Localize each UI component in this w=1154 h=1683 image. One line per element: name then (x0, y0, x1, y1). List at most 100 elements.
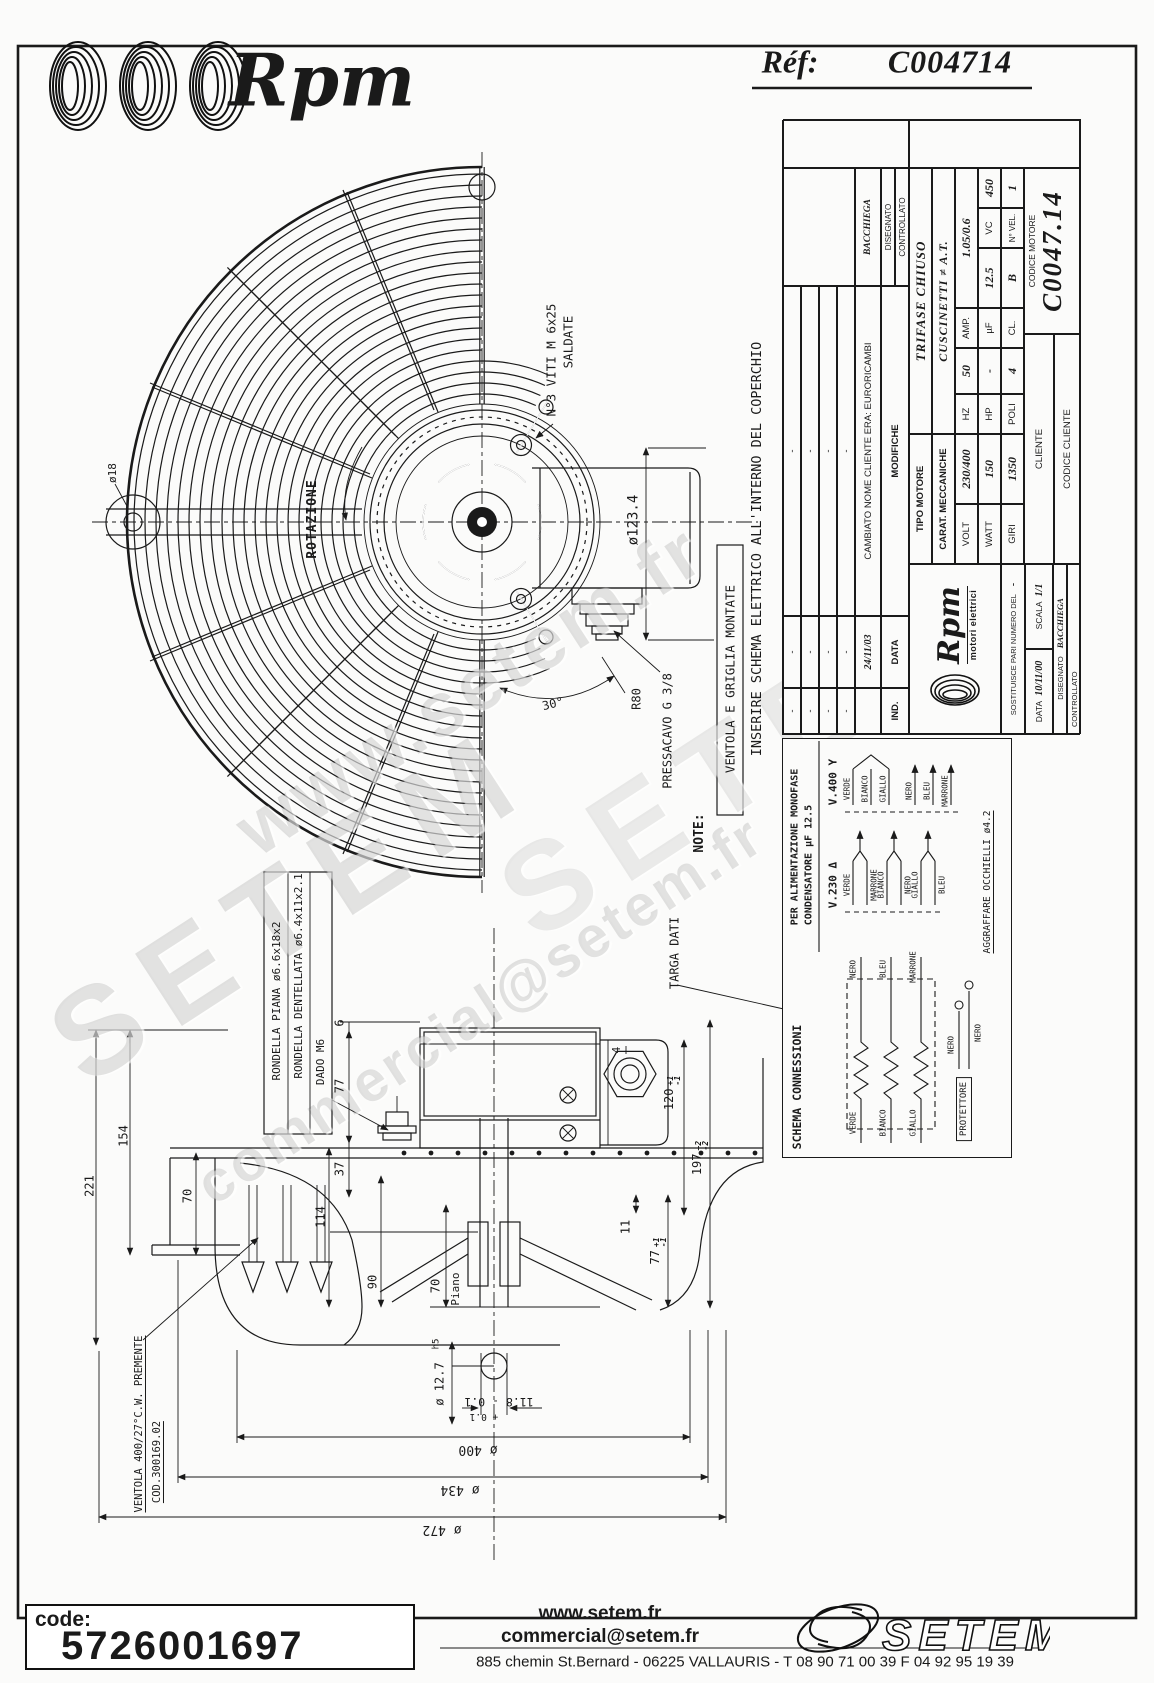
dim-77-dx: 77+1-1 (648, 1237, 668, 1265)
dia-472-label: ø 472 (422, 1521, 462, 1537)
tb-sostituisce: SOSTITUISCE PARI NUMERO DEL - (1001, 564, 1025, 734)
rotazione-label: ROTAZIONE (305, 479, 321, 559)
v400-text: V.400 (826, 772, 840, 806)
wind-nero: NERO (848, 959, 858, 979)
amp-value: 1.05/0.6 (955, 168, 978, 308)
dim-90: 90 (365, 1274, 380, 1290)
dim-197-value: 197 (690, 1153, 704, 1176)
rev-row1-mod: - (783, 286, 801, 616)
giri-label: GIRI (1001, 504, 1024, 564)
codice-motore-value: C0047.14 (1037, 190, 1067, 312)
targa-dati-label: TARGA DATI (667, 916, 682, 990)
ventola-cod-line1: VENTOLA 400/27°C.W. PREMENTE (132, 1335, 147, 1513)
tb-coil-icon (930, 674, 980, 706)
schema-wires (818, 741, 974, 1143)
sostituisce-label: SOSTITUISCE PARI NUMERO DEL (1008, 594, 1018, 716)
rev-row2-data: - (801, 616, 819, 688)
rev-row3-mod: - (819, 286, 837, 616)
disegnato-top: DISEGNATO (881, 168, 895, 286)
nvel-label: N° VEL. (1001, 208, 1024, 248)
tb-logo-sub: motori elettrici (968, 589, 978, 661)
wind-verde: VERDE (848, 1111, 858, 1135)
dim-114: 114 (313, 1206, 328, 1228)
rpm-coils-icon (49, 41, 247, 131)
codice-motore-label: CODICE MOTORE (1027, 214, 1037, 288)
v400-label: V.400 Y (827, 759, 840, 805)
dim-37: 37 (332, 1161, 347, 1177)
dia-434-label: ø 434 (440, 1481, 480, 1497)
rev-row4-data: - (837, 616, 855, 688)
rev-row3-data: - (819, 616, 837, 688)
piano-label: Piano (449, 1272, 463, 1306)
data-label: DATA (1034, 700, 1044, 723)
rev-col-ind: IND. (881, 688, 909, 734)
cl-value: B (1001, 248, 1024, 308)
scala-value: 1/1 (1033, 583, 1045, 597)
tb-logo-script: Rpm (932, 586, 968, 664)
dim-4: 4 (610, 1046, 624, 1054)
w400-verde: VERDE (842, 777, 852, 801)
hz-label: HZ (955, 394, 978, 434)
dia-123-label: ø123.4 (625, 494, 642, 546)
vc-value: 450 (978, 168, 1001, 208)
dim-key-118: 11.8 - 0.1 (464, 1395, 534, 1410)
rev-row4-ind: - (837, 688, 855, 734)
tb-scala-cell: SCALA 1/1 (1025, 564, 1053, 649)
tb-data-cell: DATA 10/11/00 (1025, 649, 1053, 734)
rev-row2-mod: - (801, 286, 819, 616)
code-label: code: (35, 1608, 92, 1631)
protettore-label: PROTETTORE (956, 1076, 972, 1142)
uf-value: 12.5 (978, 248, 1001, 308)
carat-value: CUSCINETTI ≠ A.T. (932, 168, 955, 434)
dim-70-sx: 70 (180, 1188, 195, 1204)
watt-label: WATT (978, 504, 1001, 564)
rev-change-mod: CAMBIATO NOME CLIENTE ERA: EURORICAMBI (855, 286, 881, 616)
rondella-dentellata-label: RONDELLA DENTELLATA ø6.4x11x2.1 (292, 873, 306, 1079)
dim-11: 11 (618, 1219, 633, 1235)
dim-221: 221 (82, 1175, 97, 1197)
dim-70-piano: 70 (428, 1278, 443, 1294)
title-block: - - - - - - - - - - - - 24/11/03 CAMBIAT… (782, 119, 1081, 735)
dia-18-label: ø18 (106, 463, 120, 483)
dia-400-label: ø 400 (458, 1441, 498, 1457)
setem-logo-text: SETEM (882, 1611, 1050, 1660)
dim-154: 154 (116, 1125, 131, 1147)
w230-bianco: BIANCO (876, 871, 886, 899)
w400-bianco: BIANCO (860, 775, 870, 803)
scala-label: SCALA (1034, 601, 1044, 630)
setem-logo: SETEM (796, 1603, 1050, 1661)
watt-value: 150 (978, 434, 1001, 504)
dim-6: 6 (332, 1019, 347, 1027)
codice-motore-cell: CODICE MOTORE C0047.14 (1024, 168, 1081, 334)
wind-bianco: BIANCO (878, 1109, 888, 1137)
w400-bleu: BLEU (922, 781, 932, 801)
rev-change-ind (855, 688, 881, 734)
dim-77-dx-value: 77 (648, 1250, 662, 1265)
mono-line2: CONDENSATORE µF 12.5 (803, 804, 815, 926)
star-symbol: Y (826, 758, 840, 766)
poli-value: 4 (1001, 348, 1024, 394)
carat-label: CARAT. MECCANICHE (932, 434, 955, 564)
v230-text: V.230 (826, 875, 840, 909)
footer-email[interactable]: commercial@setem.fr (500, 1626, 700, 1647)
giri-value: 1350 (1001, 434, 1024, 504)
rev-row1-ind: - (783, 688, 801, 734)
hp-value: - (978, 348, 1001, 394)
uf-label: µF (978, 308, 1001, 348)
tipo-motore-value: TRIFASE CHIUSO (909, 168, 932, 434)
hp-label: HP (978, 394, 1001, 434)
poli-label: POLI (1001, 394, 1024, 434)
tb-disegnato-cell: DISEGNATO BACCHIEGA (1053, 564, 1067, 734)
footer-site[interactable]: www.setem.fr (538, 1603, 662, 1624)
volt-label: VOLT (955, 504, 978, 564)
code-box: code: 5726001697 (25, 1604, 415, 1670)
rev-row4-mod: - (837, 286, 855, 616)
v230-label: V.230 Δ (827, 862, 840, 908)
rondella-piana-label: RONDELLA PIANA ø6.6x18x2 (270, 921, 284, 1081)
disegnato-label: DISEGNATO (1055, 656, 1065, 700)
w230-bleu: BLEU (937, 875, 947, 895)
rev-col-data: DATA (881, 616, 909, 688)
schema-title: SCHEMA CONNESSIONI (790, 1024, 804, 1150)
prot-nero-1: NERO (946, 1035, 956, 1055)
